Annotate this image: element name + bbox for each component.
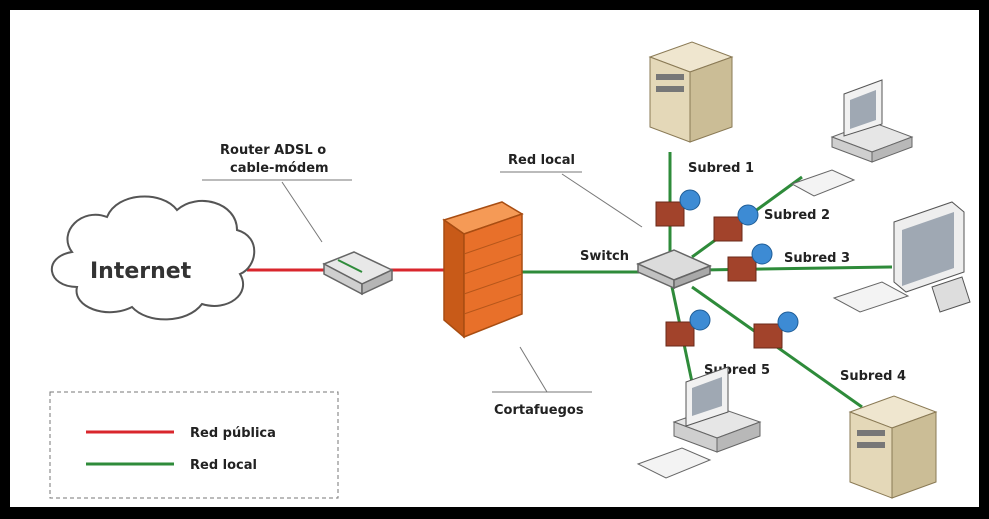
server-icon-subred4 — [848, 395, 938, 499]
router-icon — [322, 251, 394, 296]
callout-lines — [202, 171, 643, 393]
server-icon-subred1 — [648, 41, 734, 143]
subred1-label: Subred 1 — [688, 161, 754, 176]
subnet4-firewall-icon — [753, 311, 799, 349]
internet-label: Internet — [90, 259, 192, 284]
subnet5-firewall-icon — [665, 309, 711, 347]
subnet-firewalls — [655, 189, 799, 349]
firewall-label: Cortafuegos — [494, 403, 584, 418]
diagram-frame: Internet Router ADSL o cable-módem Corta… — [8, 8, 981, 509]
workstation-icon-subred2 — [790, 79, 914, 197]
workstation-icon-subred3 — [832, 201, 971, 313]
subnet3-firewall-icon — [727, 243, 773, 282]
red-local-title: Red local — [508, 153, 575, 168]
internet-cloud: Internet — [51, 195, 256, 321]
subred4-label: Subred 4 — [840, 369, 906, 384]
switch-label: Switch — [580, 249, 629, 264]
subred3-label: Subred 3 — [784, 251, 850, 266]
subred2-label: Subred 2 — [764, 208, 830, 223]
legend-local-label: Red local — [190, 458, 257, 473]
router-label-line1: Router ADSL o — [220, 143, 326, 158]
legend-public-label: Red pública — [190, 426, 276, 441]
switch-icon — [636, 249, 712, 290]
workstation-icon-subred5 — [636, 366, 762, 479]
router-label-line2: cable-módem — [230, 161, 329, 176]
subnet1-firewall-icon — [655, 189, 701, 227]
legend: Red pública Red local — [49, 391, 339, 499]
subnet2-firewall-icon — [713, 204, 759, 242]
firewall-icon — [442, 201, 524, 339]
